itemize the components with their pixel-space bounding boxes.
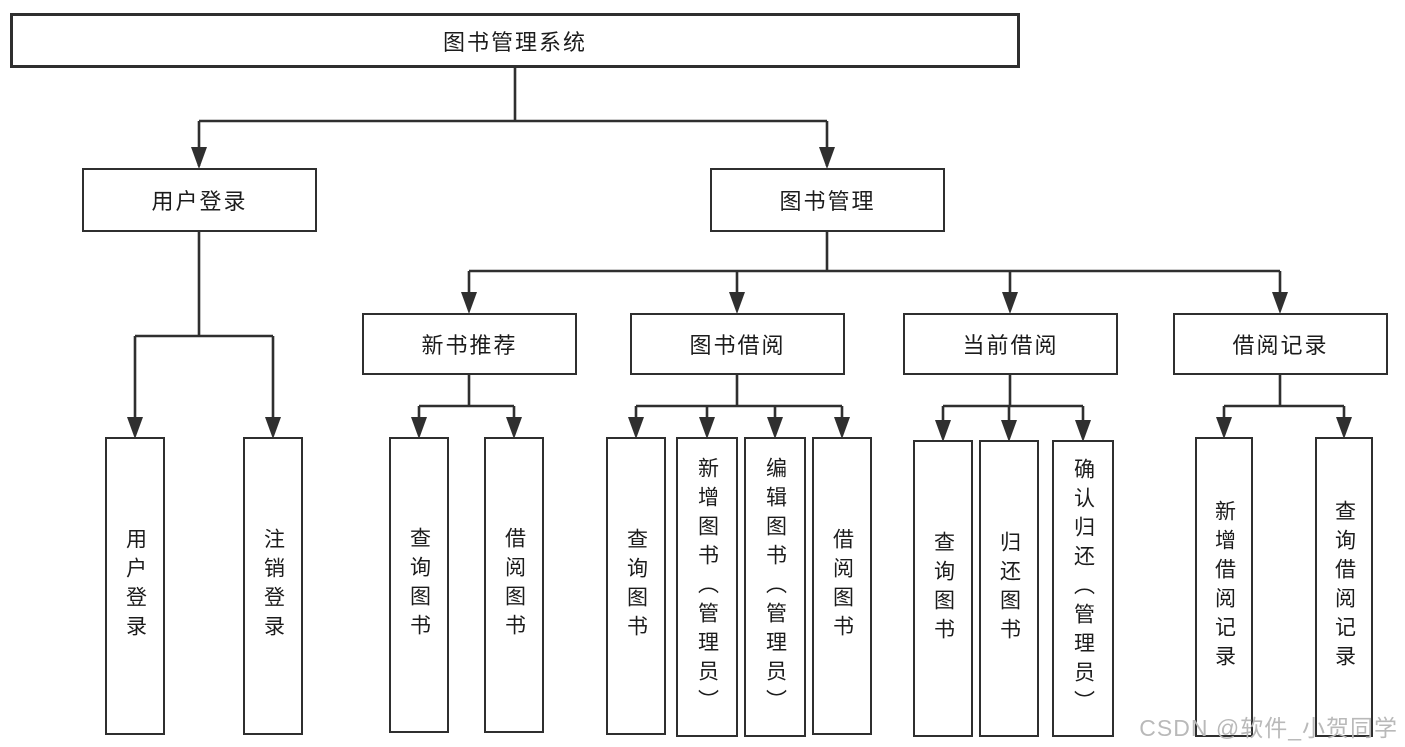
node-label: 新增图书（管理员）: [695, 456, 719, 718]
node-label: 借阅图书: [502, 527, 526, 643]
tree-edges: [133, 68, 1346, 436]
node-query-borrow-record: 查询借阅记录: [1315, 437, 1373, 737]
node-recommend-borrow-book: 借阅图书: [484, 437, 544, 733]
node-current-confirm-return-admin: 确认归还（管理员）: [1052, 440, 1114, 737]
node-label: 新增借阅记录: [1212, 500, 1236, 674]
node-current-query-book: 查询图书: [913, 440, 973, 737]
node-current-return-book: 归还图书: [979, 440, 1039, 737]
node-label: 归还图书: [997, 530, 1021, 647]
node-user-login: 用户登录: [82, 168, 317, 232]
node-library-system-root: 图书管理系统: [10, 13, 1020, 68]
node-logout-leaf: 注销登录: [243, 437, 303, 735]
node-recommend-query-book: 查询图书: [389, 437, 449, 733]
node-label: 注销登录: [261, 528, 285, 644]
node-label: 编辑图书（管理员）: [763, 456, 787, 718]
node-book-borrow: 图书借阅: [630, 313, 845, 375]
node-borrow-query-book: 查询图书: [606, 437, 666, 735]
node-add-borrow-record: 新增借阅记录: [1195, 437, 1253, 737]
node-label: 查询借阅记录: [1332, 500, 1356, 674]
node-user-login-leaf: 用户登录: [105, 437, 165, 735]
node-label: 查询图书: [407, 527, 431, 643]
node-new-book-recommend: 新书推荐: [362, 313, 577, 375]
node-borrow-add-book-admin: 新增图书（管理员）: [676, 437, 738, 737]
node-book-management: 图书管理: [710, 168, 945, 232]
node-label: 用户登录: [123, 528, 147, 644]
node-current-borrow: 当前借阅: [903, 313, 1118, 375]
node-borrow-records: 借阅记录: [1173, 313, 1388, 375]
node-label: 借阅图书: [830, 528, 854, 644]
arrowheads: [127, 147, 1352, 442]
node-label: 确认归还（管理员）: [1071, 458, 1095, 719]
node-label: 查询图书: [624, 528, 648, 644]
node-borrow-borrow-book: 借阅图书: [812, 437, 872, 735]
node-borrow-edit-book-admin: 编辑图书（管理员）: [744, 437, 806, 737]
csdn-watermark: CSDN @软件_小贺同学: [1139, 715, 1398, 741]
node-label: 查询图书: [931, 530, 955, 647]
